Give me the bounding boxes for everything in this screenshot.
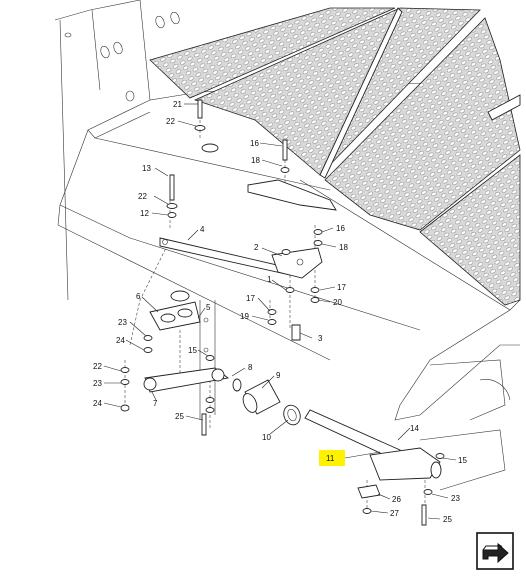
machine-frame [54, 0, 521, 491]
callout-19: 19 [240, 312, 249, 321]
callout-23: 23 [451, 494, 460, 503]
callout-23: 23 [93, 379, 102, 388]
callout-15: 15 [188, 346, 197, 355]
callout-14: 14 [410, 424, 419, 433]
next-page-arrow-icon [476, 532, 514, 570]
sleeve-9 [232, 378, 281, 415]
lever-arm-7 [143, 367, 230, 393]
callout-18: 18 [339, 243, 348, 252]
callout-20: 20 [333, 298, 342, 307]
callout-9: 9 [276, 371, 281, 380]
callout-8: 8 [248, 363, 253, 372]
bushing-10 [283, 404, 301, 426]
callout-26: 26 [392, 495, 401, 504]
callout-11-highlight [319, 450, 345, 466]
callout-12: 12 [140, 209, 149, 218]
next-page-button[interactable] [476, 532, 514, 570]
bracket-6 [149, 290, 201, 331]
curved-guide [247, 179, 337, 211]
hardware [120, 99, 445, 526]
callout-17: 17 [246, 294, 255, 303]
link-arm-4 [159, 237, 291, 276]
walkway-grate [149, 7, 521, 306]
callout-6: 6 [136, 292, 141, 301]
callout-18: 18 [251, 156, 260, 165]
callout-labels: 21 22 16 18 13 22 12 4 2 16 18 1 17 6 17… [93, 100, 467, 524]
callout-10: 10 [262, 433, 271, 442]
callout-22: 22 [138, 192, 147, 201]
callout-15: 15 [458, 456, 467, 465]
callout-25: 25 [443, 515, 452, 524]
leader-lines [103, 103, 457, 520]
callout-22: 22 [93, 362, 102, 371]
callout-16: 16 [336, 224, 345, 233]
callout-7: 7 [153, 399, 158, 408]
callout-17: 17 [337, 283, 346, 292]
callout-23: 23 [118, 318, 127, 327]
callout-25: 25 [175, 412, 184, 421]
callout-24: 24 [93, 399, 102, 408]
callout-3: 3 [318, 334, 323, 343]
callout-5: 5 [206, 303, 211, 312]
callout-2: 2 [254, 243, 259, 252]
bracket-2 [271, 247, 323, 279]
callout-27: 27 [390, 509, 399, 518]
callout-22: 22 [166, 117, 175, 126]
shaft-11 [304, 409, 442, 481]
callout-1: 1 [267, 275, 272, 284]
callout-11: 11 [326, 454, 335, 463]
callout-13: 13 [142, 164, 151, 173]
plate-26 [357, 484, 381, 499]
callout-21: 21 [173, 100, 182, 109]
callout-4: 4 [200, 225, 205, 234]
callout-16: 16 [250, 139, 259, 148]
callout-24: 24 [116, 336, 125, 345]
